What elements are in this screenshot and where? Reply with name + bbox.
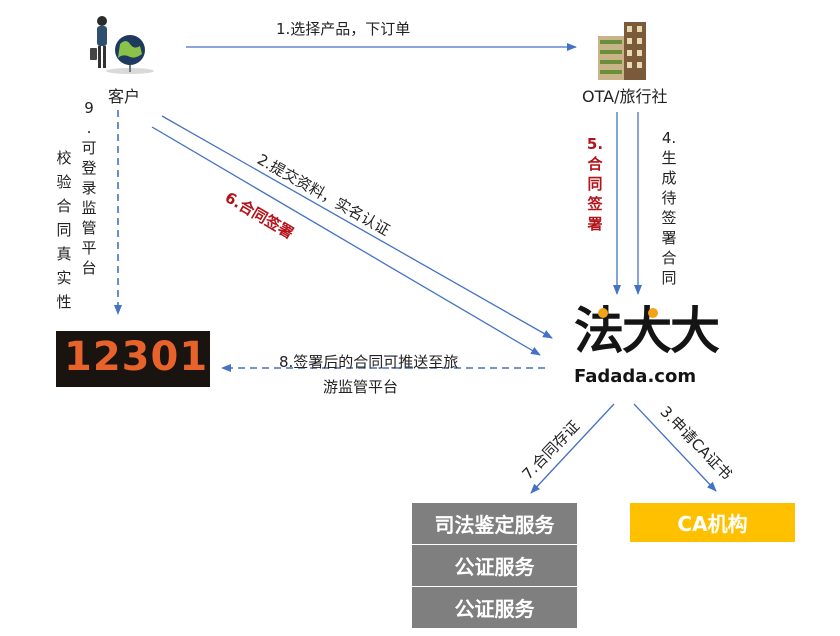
- edge-label-8-line2: 游监管平台: [323, 380, 398, 395]
- arrow-submit-info: [162, 116, 552, 338]
- notary-box-1: 公证服务: [412, 545, 577, 586]
- edge-label-8-line1: 8.签署后的合同可推送至旅: [279, 355, 458, 370]
- notary-box-2: 公证服务: [412, 587, 577, 628]
- platform-logo-cn: 法大大: [574, 306, 718, 356]
- gov-logo: 12301: [56, 331, 210, 387]
- arrow-sign: [152, 127, 540, 355]
- building-icon: [596, 20, 650, 80]
- platform-logo-en: Fadada.com: [574, 368, 696, 386]
- logo-accent-dot: [648, 308, 658, 318]
- ca-box: CA机构: [630, 503, 795, 542]
- gov-logo-text: 12301: [64, 337, 208, 377]
- edge-label-9-col1: 9 . 可 登 录 监 管 平 台: [80, 98, 98, 278]
- edge-label-1: 1.选择产品，下订单: [276, 22, 410, 37]
- edge-label-9-col2: 校 验 合 同 真 实 性: [55, 146, 73, 314]
- customer-label: 客户: [108, 89, 140, 105]
- ota-label: OTA/旅行社: [582, 89, 667, 105]
- customer-icon: [84, 14, 160, 76]
- logo-accent-dot: [598, 308, 608, 318]
- edge-label-4: 4. 生 成 待 签 署 合 同: [660, 128, 678, 288]
- edge-label-5: 5. 合 同 签 署: [586, 134, 604, 234]
- judicial-box: 司法鉴定服务: [412, 503, 577, 544]
